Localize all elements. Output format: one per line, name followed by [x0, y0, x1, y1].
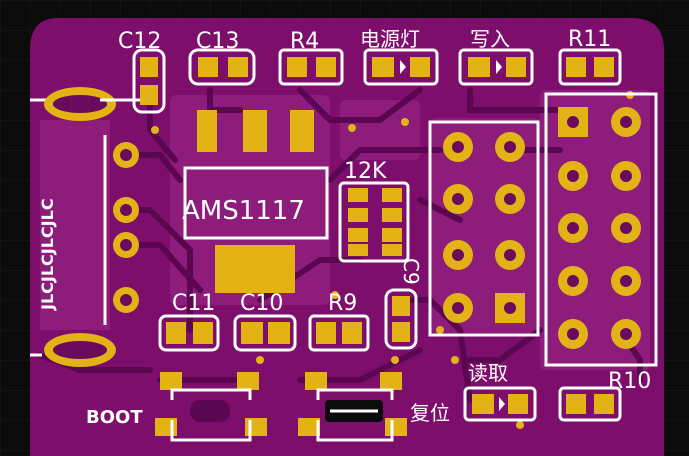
capacitor-c10: [233, 314, 297, 352]
capacitor-c12: [132, 48, 166, 114]
usb-connector: [30, 87, 140, 367]
regulator-ams1117: [183, 110, 329, 293]
c10-label: C10: [240, 291, 283, 316]
header-2x5: [544, 92, 658, 367]
power-led-label: 电源灯: [360, 27, 420, 51]
c13-label: C13: [196, 29, 239, 54]
usb-pins: [113, 142, 139, 313]
jlc-label: JLCJLCJLCJLC: [38, 198, 57, 311]
write-led-label: 写入: [470, 27, 510, 51]
capacitor-c9: [384, 288, 418, 350]
reset-button[interactable]: [298, 372, 407, 442]
capacitor-c13: [188, 48, 256, 86]
power-led: [363, 48, 439, 86]
vias: [151, 91, 634, 429]
resistor-r11: [558, 48, 622, 86]
boot-label: BOOT: [86, 407, 143, 428]
reset-label: 复位: [410, 401, 450, 425]
resistor-r9: [308, 314, 370, 352]
resistor-r10: [558, 386, 622, 422]
r11-label: R11: [568, 27, 611, 52]
c12-label: C12: [118, 29, 161, 54]
write-led: [458, 48, 534, 86]
read-led-label: 读取: [468, 361, 508, 385]
r10-label: R10: [608, 369, 651, 394]
resistor-r4: [278, 48, 344, 86]
r4-label: R4: [290, 29, 319, 54]
header-2x4: [428, 120, 540, 337]
resistor-12k: [338, 181, 410, 263]
read-led: [463, 386, 537, 422]
twelve-k-label: 12K: [344, 159, 387, 184]
c11-label: C11: [172, 291, 215, 316]
regulator-label: AMS1117: [182, 196, 305, 226]
r9-label: R9: [328, 291, 357, 316]
capacitor-c11: [158, 314, 220, 352]
boot-button[interactable]: [155, 372, 267, 442]
c9-label: C9: [399, 258, 423, 285]
